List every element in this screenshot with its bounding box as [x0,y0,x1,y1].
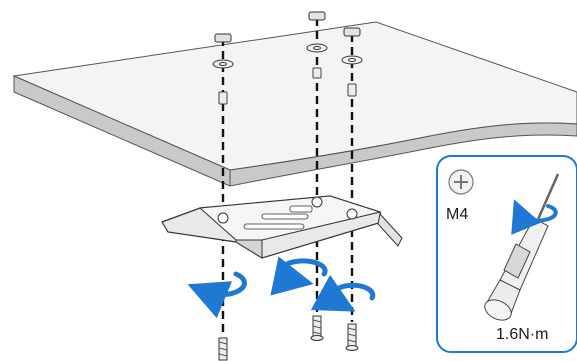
electric-screwdriver-icon [484,173,560,321]
torque-label: 1.6N·m [496,326,548,343]
board-icon [12,21,577,187]
nut-icon [214,11,361,43]
screw-icon [218,315,359,361]
washer-icon [212,43,363,69]
clockwise-rotation-arrow-icon [511,199,558,235]
torque-callout: M4 1.6N·m [436,155,577,353]
screw-size-label: M4 [446,206,468,223]
wall-anchor-icon [218,67,357,105]
phillips-screw-icon [448,169,474,195]
mounting-bracket-icon [161,195,403,259]
rotation-arrow-icon [187,256,376,319]
